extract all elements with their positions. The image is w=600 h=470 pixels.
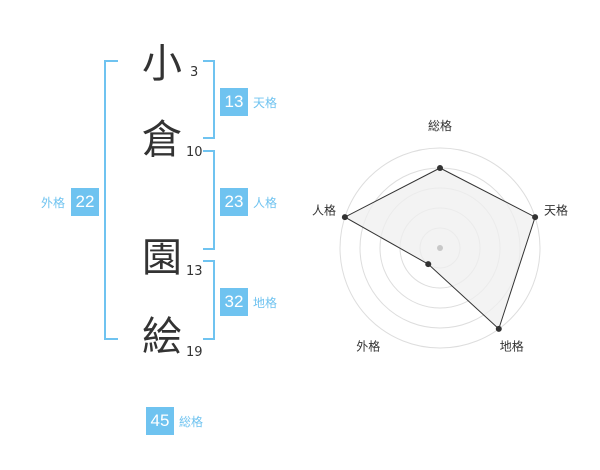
radar-point-4 — [425, 261, 432, 268]
tenkaku-bracket — [203, 60, 215, 139]
stroke-count-3: 13 — [186, 264, 203, 279]
tenkaku-label: 天格 — [253, 96, 278, 110]
name-char-4: 絵 — [142, 314, 182, 360]
chikaku-label: 地格 — [253, 296, 278, 310]
radar-axis-label-2: 天格 — [544, 202, 568, 217]
stroke-count-1: 3 — [190, 65, 199, 80]
radar-axis-label-3: 地格 — [500, 339, 524, 354]
name-char-1: 小 — [142, 41, 182, 87]
soukaku-label: 総格 — [179, 415, 204, 429]
radar-ring-5 — [339, 147, 541, 349]
name-char-3: 園 — [142, 235, 182, 281]
tenkaku-badge: 13 — [220, 88, 248, 116]
gaikaku-label: 外格 — [41, 196, 66, 210]
radar-point-3 — [495, 325, 502, 332]
radar-point-2 — [532, 214, 539, 221]
radar-axis-label-4: 外格 — [356, 339, 380, 354]
radar-center-dot — [437, 245, 443, 251]
soukaku-badge: 45 — [146, 407, 174, 435]
stroke-count-4: 19 — [186, 345, 203, 360]
gaikaku-bracket — [104, 60, 118, 340]
radar-point-5 — [341, 214, 348, 221]
stroke-count-2: 10 — [186, 145, 203, 160]
name-char-2: 倉 — [142, 117, 182, 163]
chikaku-bracket — [203, 260, 215, 340]
jinkaku-bracket — [203, 150, 215, 250]
jinkaku-badge: 23 — [220, 188, 248, 216]
jinkaku-label: 人格 — [253, 196, 278, 210]
radar-point-1 — [437, 165, 443, 171]
chikaku-badge: 32 — [220, 288, 248, 316]
gaikaku-badge: 22 — [71, 188, 99, 216]
radar-axis-label-5: 人格 — [312, 202, 336, 217]
radar-axis-label-1: 総格 — [428, 118, 452, 133]
